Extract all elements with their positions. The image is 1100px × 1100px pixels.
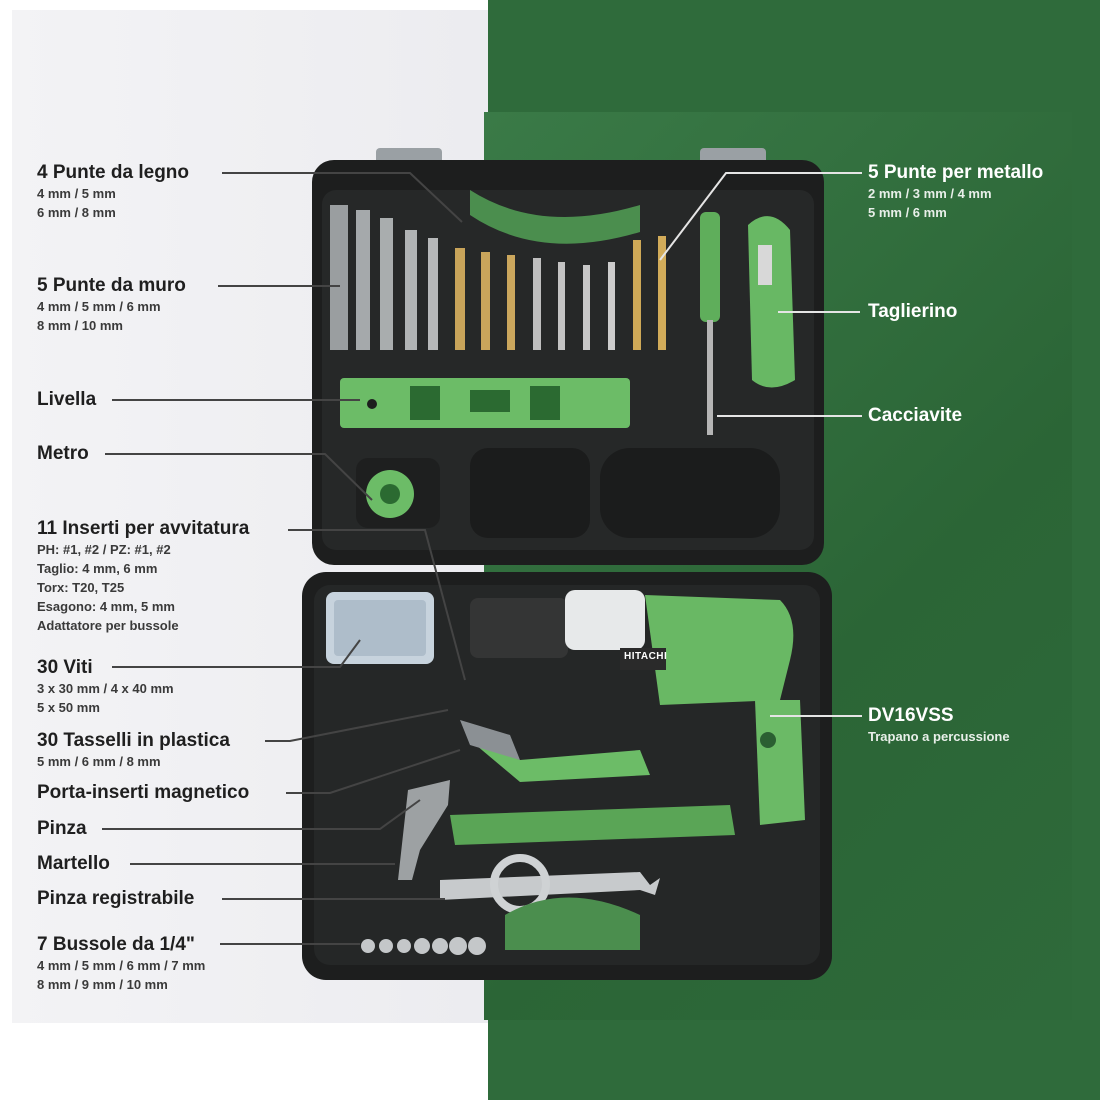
- label-level-title: Livella: [37, 389, 97, 410]
- label-magnetic-bit-holder: Porta-inserti magnetico: [37, 782, 249, 804]
- label-masonry-bits-spec-2: 8 mm / 10 mm: [37, 318, 123, 333]
- label-sockets-spec-1: 4 mm / 5 mm / 6 mm / 7 mm: [37, 958, 206, 973]
- label-wood-bits-title: 4 Punte da legno: [37, 162, 190, 183]
- label-screw-bits-spec-4: Esagono: 4 mm, 5 mm: [37, 599, 175, 614]
- label-masonry-bits: 5 Punte da muro 4 mm / 5 mm / 6 mm 8 mm …: [37, 275, 186, 335]
- label-wood-bits-spec-2: 6 mm / 8 mm: [37, 205, 116, 220]
- label-metal-bits-spec-1: 2 mm / 3 mm / 4 mm: [868, 186, 992, 201]
- label-screw-bits-title: 11 Inserti per avvitatura: [37, 518, 250, 539]
- label-screw-bits-spec-1: PH: #1, #2 / PZ: #1, #2: [37, 542, 171, 557]
- label-metal-bits-title: 5 Punte per metallo: [868, 162, 1044, 183]
- drill-brand-logo: HITACHI: [624, 651, 668, 662]
- case-lid-handle-green: [470, 190, 640, 244]
- label-screw-bits-spec-5: Adattatore per bussole: [37, 618, 179, 633]
- label-screws-spec-2: 5 x 50 mm: [37, 700, 100, 715]
- label-masonry-bits-title: 5 Punte da muro: [37, 275, 186, 296]
- label-screwdriver-title: Cacciavite: [868, 405, 963, 426]
- screwdriver-handle: [700, 212, 720, 322]
- label-plastic-anchors-spec-1: 5 mm / 6 mm / 8 mm: [37, 754, 161, 769]
- label-level: Livella: [37, 389, 96, 411]
- label-sockets: 7 Bussole da 1/4" 4 mm / 5 mm / 6 mm / 7…: [37, 934, 205, 994]
- label-screws-spec-1: 3 x 30 mm / 4 x 40 mm: [37, 681, 174, 696]
- label-masonry-bits-spec-1: 4 mm / 5 mm / 6 mm: [37, 299, 161, 314]
- leader-lines-right: [659, 172, 862, 717]
- label-metal-bits: 5 Punte per metallo 2 mm / 3 mm / 4 mm 5…: [868, 162, 1043, 222]
- sockets-row: [361, 937, 486, 955]
- hammer-head: [398, 780, 450, 880]
- label-wood-bits: 4 Punte da legno 4 mm / 5 mm 6 mm / 8 mm: [37, 162, 189, 222]
- label-hammer-title: Martello: [37, 853, 110, 874]
- label-pliers-title: Pinza: [37, 818, 87, 839]
- label-screws-title: 30 Viti: [37, 657, 93, 678]
- case-base-handle-green: [505, 897, 640, 950]
- impact-drill: [470, 590, 805, 825]
- label-sockets-spec-2: 8 mm / 9 mm / 10 mm: [37, 977, 168, 992]
- label-screws: 30 Viti 3 x 30 mm / 4 x 40 mm 5 x 50 mm: [37, 657, 174, 717]
- label-drill-model-spec-1: Trapano a percussione: [868, 729, 1010, 744]
- label-magnetic-bit-holder-title: Porta-inserti magnetico: [37, 782, 250, 803]
- label-adjustable-wrench: Pinza registrabile: [37, 888, 194, 910]
- label-pliers: Pinza: [37, 818, 87, 840]
- label-screwdriver: Cacciavite: [868, 405, 962, 427]
- label-plastic-anchors: 30 Tasselli in plastica 5 mm / 6 mm / 8 …: [37, 730, 230, 771]
- label-hammer: Martello: [37, 853, 110, 875]
- label-screw-bits: 11 Inserti per avvitatura PH: #1, #2 / P…: [37, 518, 249, 635]
- label-metal-bits-spec-2: 5 mm / 6 mm: [868, 205, 947, 220]
- label-drill-model: DV16VSS Trapano a percussione: [868, 705, 1010, 746]
- label-wood-bits-spec-1: 4 mm / 5 mm: [37, 186, 116, 201]
- label-cutter: Taglierino: [868, 301, 957, 323]
- label-drill-model-title: DV16VSS: [868, 705, 954, 726]
- label-screw-bits-spec-2: Taglio: 4 mm, 6 mm: [37, 561, 158, 576]
- leader-lines-left: [102, 172, 466, 945]
- label-plastic-anchors-title: 30 Tasselli in plastica: [37, 730, 230, 751]
- pliers: [470, 740, 650, 782]
- drill-bits-row: [330, 205, 666, 350]
- cutter-body: [748, 216, 795, 388]
- label-sockets-title: 7 Bussole da 1/4": [37, 934, 195, 955]
- hammer-handle: [450, 805, 735, 845]
- label-tape-measure: Metro: [37, 443, 89, 465]
- label-tape-measure-title: Metro: [37, 443, 89, 464]
- label-cutter-title: Taglierino: [868, 301, 958, 322]
- screwdriver-shaft: [707, 320, 713, 435]
- label-adjustable-wrench-title: Pinza registrabile: [37, 888, 195, 909]
- label-screw-bits-spec-3: Torx: T20, T25: [37, 580, 125, 595]
